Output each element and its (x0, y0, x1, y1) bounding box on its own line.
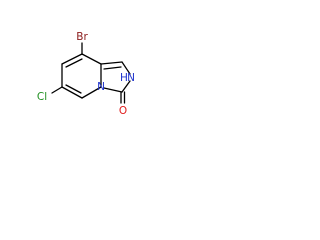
molecule-structure: Br Cl N H N O (37, 31, 135, 117)
double-bond-c5-c6 (65, 84, 82, 94)
bond-n2-c3 (121, 80, 131, 93)
atom-chlorine-label: Cl (37, 91, 47, 103)
bond-c6-cl (51, 86, 63, 94)
double-bond-c8a-c1 (103, 66, 122, 70)
atom-oxygen-label: O (119, 105, 127, 117)
bond-c3-n4 (103, 87, 123, 93)
bond-n4-c5 (81, 86, 102, 99)
bond-c5-c6 (61, 86, 83, 99)
atom-nitrogen-ring-label: N (97, 81, 105, 93)
bond-c1-n2 (121, 61, 131, 75)
atom-nitrogen-nh-label: N (127, 72, 135, 84)
molecule-canvas: Br Cl N H N O (0, 0, 152, 152)
bond-c7-c8 (61, 53, 83, 65)
atom-hydrogen-label: H (120, 72, 128, 84)
double-bond-c7-c8 (65, 58, 83, 68)
bond-c8-c8a (81, 53, 102, 65)
bond-c8a-c1 (100, 61, 123, 65)
atom-bromine-label: Br (76, 31, 88, 43)
